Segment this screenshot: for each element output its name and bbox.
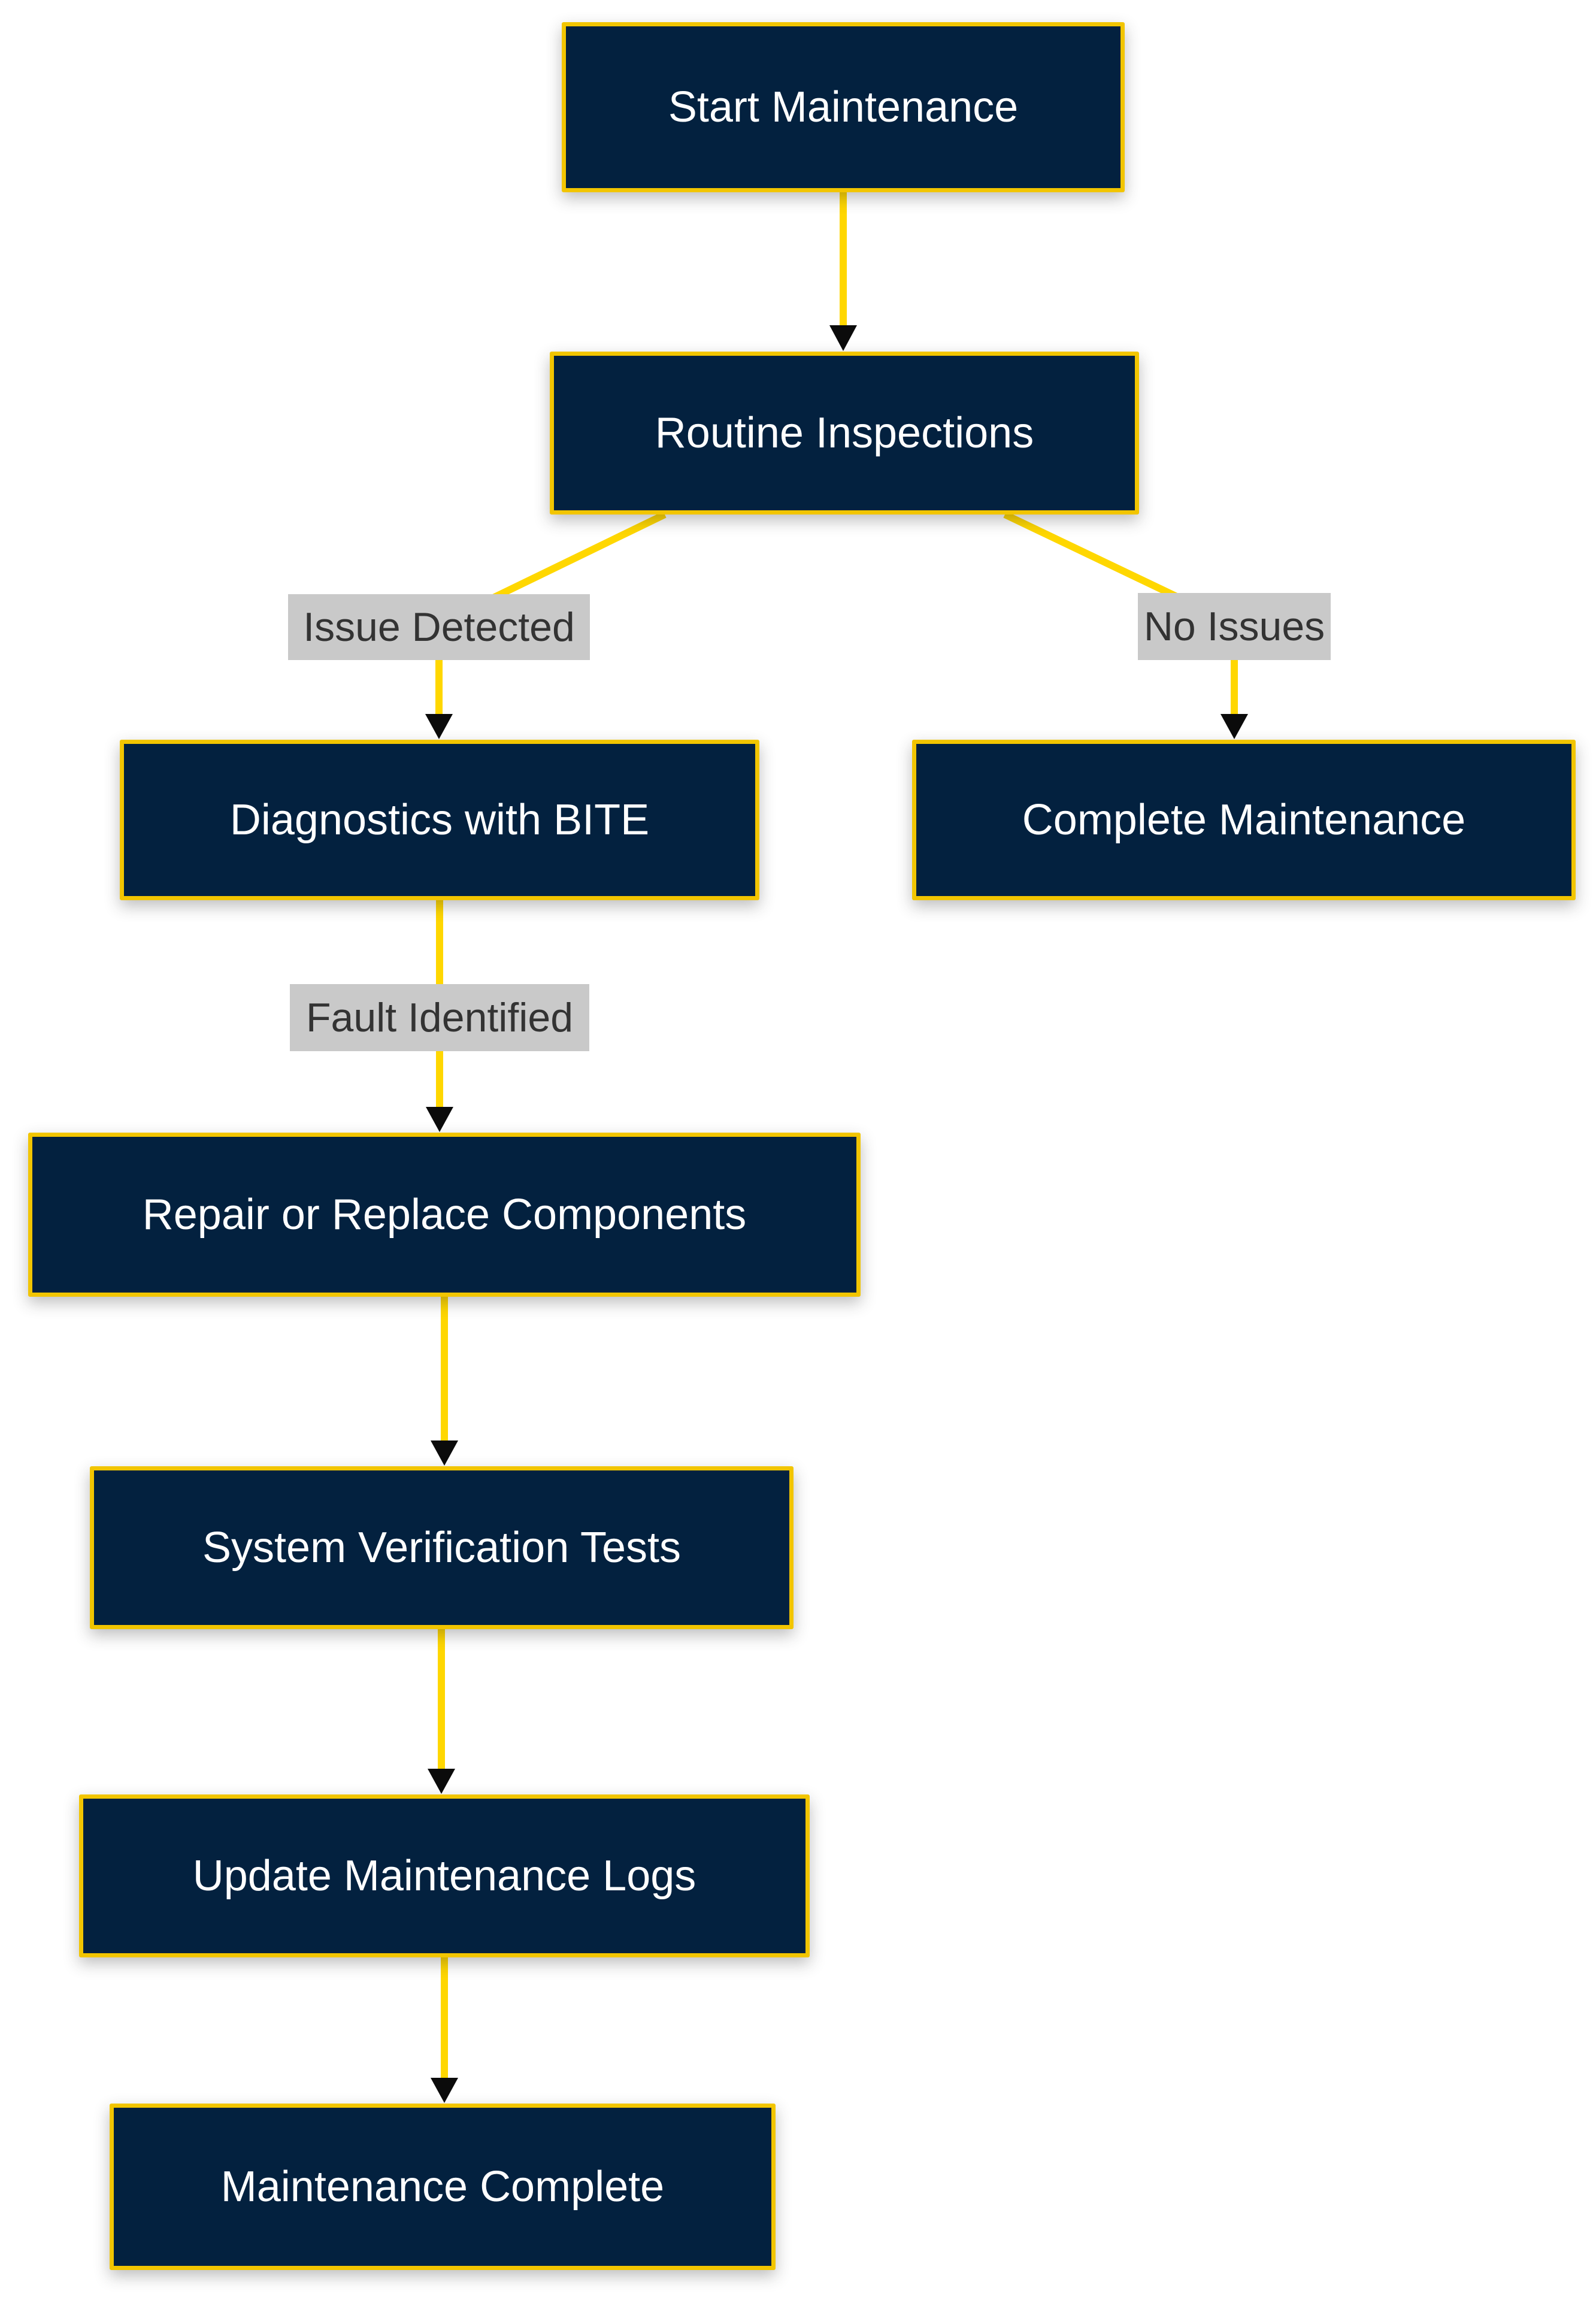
edge-label-text: Fault Identified bbox=[305, 994, 574, 1040]
edge-label-text: No Issues bbox=[1143, 603, 1325, 649]
edge-label-fault-identified: Fault Identified bbox=[290, 984, 589, 1051]
node-label: Maintenance Complete bbox=[220, 2162, 665, 2211]
edge-label-issue-detected: Issue Detected bbox=[288, 594, 590, 660]
node-label: System Verification Tests bbox=[202, 1523, 681, 1572]
arrowhead-diagnostics bbox=[425, 714, 453, 739]
node-system-verification-tests: System Verification Tests bbox=[90, 1466, 794, 1629]
node-label: Update Maintenance Logs bbox=[192, 1851, 696, 1900]
node-label: Complete Maintenance bbox=[1022, 795, 1466, 844]
node-label: Repair or Replace Components bbox=[142, 1190, 747, 1239]
node-complete-maintenance: Complete Maintenance bbox=[912, 740, 1576, 900]
node-label: Diagnostics with BITE bbox=[229, 795, 650, 844]
node-label: Routine Inspections bbox=[655, 408, 1034, 457]
arrowhead-repair bbox=[426, 1107, 453, 1132]
node-routine-inspections: Routine Inspections bbox=[550, 352, 1139, 515]
arrowhead-complete bbox=[1221, 714, 1248, 739]
node-maintenance-complete: Maintenance Complete bbox=[110, 2104, 776, 2270]
arrowhead-logs bbox=[428, 1769, 455, 1794]
node-label: Start Maintenance bbox=[668, 83, 1019, 131]
node-diagnostics-with-bite: Diagnostics with BITE bbox=[120, 740, 759, 900]
arrowhead-routine bbox=[829, 325, 857, 351]
node-repair-or-replace-components: Repair or Replace Components bbox=[28, 1133, 861, 1297]
edge-label-no-issues: No Issues bbox=[1138, 593, 1331, 660]
arrowhead-done bbox=[431, 2078, 458, 2103]
edge-label-text: Issue Detected bbox=[303, 604, 575, 650]
arrowhead-verify bbox=[431, 1440, 458, 1466]
node-start-maintenance: Start Maintenance bbox=[562, 22, 1125, 192]
node-update-maintenance-logs: Update Maintenance Logs bbox=[79, 1794, 810, 1957]
